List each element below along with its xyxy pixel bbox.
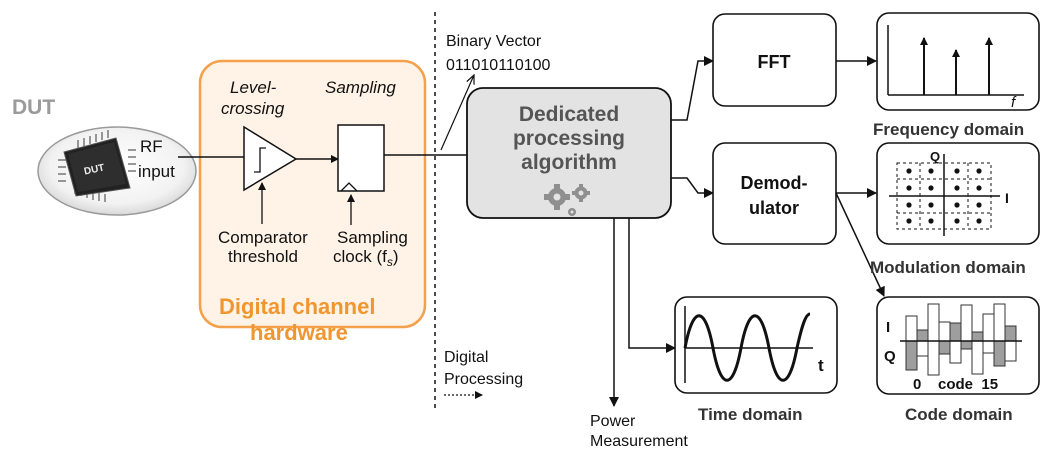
time-domain-caption: Time domain xyxy=(698,405,803,424)
processor-to-time-arrow xyxy=(628,218,676,353)
level-crossing-line1: Level- xyxy=(230,78,277,97)
digital-processing-line2: Processing xyxy=(444,371,523,388)
sampling-label: Sampling xyxy=(325,78,396,97)
frequency-domain-panel xyxy=(876,12,1040,111)
processing-algorithm-block xyxy=(466,87,672,219)
dut-label: DUT xyxy=(12,96,55,119)
code-domain-caption: Code domain xyxy=(905,405,1013,424)
rf-label-line2: input xyxy=(138,162,175,181)
sampling-clock-line1: Sampling xyxy=(337,228,408,247)
demod-to-code-arrow xyxy=(835,192,885,297)
binary-vector-line2: 011010110100 xyxy=(446,57,551,74)
processor-to-fft-arrow xyxy=(671,56,714,121)
digital-processing-line1: Digital xyxy=(444,349,488,366)
comparator-threshold-line1: Comparator xyxy=(218,228,308,247)
modulation-domain-caption: Modulation domain xyxy=(870,258,1026,277)
rf-label-line1: RF xyxy=(140,137,163,156)
processor-line3: algorithm xyxy=(521,151,617,174)
time-axis-label: t xyxy=(818,356,824,375)
code-axis-text: 0 code 15 xyxy=(913,376,998,393)
fft-label: FFT xyxy=(758,52,791,72)
comparator-symbol xyxy=(243,125,298,192)
demodulator-line2: ulator xyxy=(749,198,799,218)
demodulator-block xyxy=(712,142,837,245)
binary-vector-line1: Binary Vector xyxy=(446,33,542,50)
code-label-i: I xyxy=(886,319,890,336)
dut-chip-icon: DUT xyxy=(58,130,136,202)
sampler-block xyxy=(337,124,385,192)
modulation-axis-i: I xyxy=(1005,190,1009,206)
sampling-clock-line2: clock (fs) xyxy=(333,247,399,269)
hardware-title-line1: Digital channel xyxy=(219,294,375,319)
processor-to-demod-arrow xyxy=(671,177,714,198)
hysteresis-icon xyxy=(254,147,266,173)
processor-line2: processing xyxy=(513,127,625,150)
modulation-axis-q: Q xyxy=(930,149,940,164)
power-line1: Power xyxy=(590,413,636,430)
constellation-grid xyxy=(889,154,1000,236)
constellation-points xyxy=(906,168,982,224)
power-line2: Measurement xyxy=(590,433,688,450)
gears-icon xyxy=(544,184,590,216)
binary-vector-pointer xyxy=(440,75,474,151)
frequency-domain-caption: Frequency domain xyxy=(873,120,1024,139)
code-label-q: Q xyxy=(884,348,896,365)
frequency-axis-label: f xyxy=(1011,94,1017,111)
hardware-title-line2: hardware xyxy=(250,320,348,345)
sine-wave xyxy=(683,312,811,382)
modulation-domain-panel xyxy=(876,142,1040,245)
dut-chip-text: DUT xyxy=(83,162,105,177)
fft-block xyxy=(712,13,837,107)
level-crossing-line2: crossing xyxy=(221,99,285,118)
comparator-threshold-line2: threshold xyxy=(228,247,298,266)
time-domain-panel xyxy=(674,296,838,394)
clock-edge-icon xyxy=(340,182,358,192)
processor-line1: Dedicated xyxy=(519,103,619,126)
demodulator-line1: Demod- xyxy=(741,173,808,193)
